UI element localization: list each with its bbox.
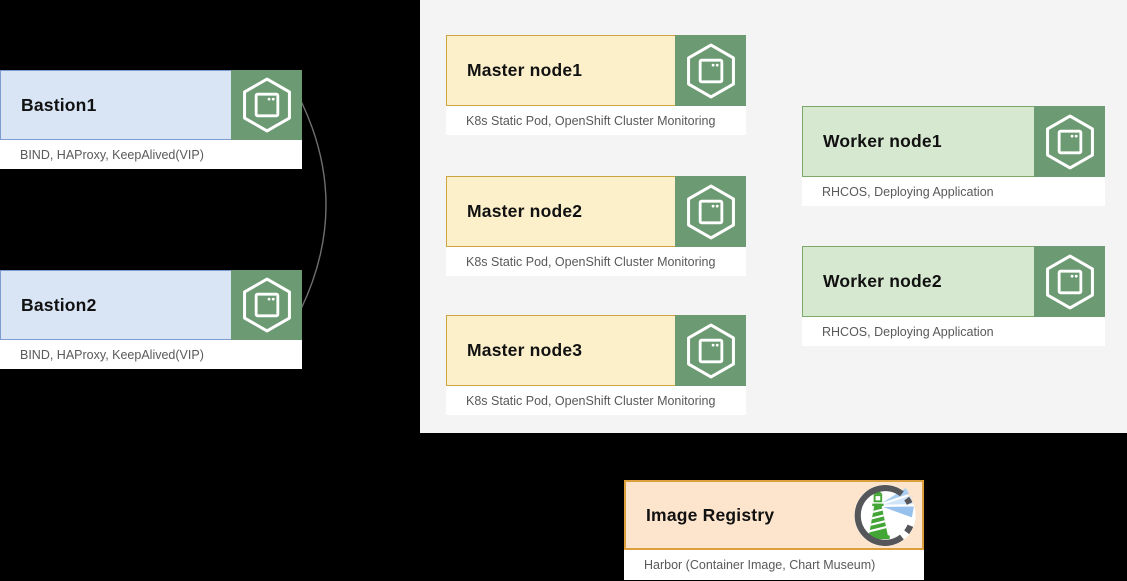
node-subtitle: RHCOS, Deploying Application (802, 177, 1105, 206)
node-title: Worker node2 (823, 271, 942, 291)
node-bastion1: Bastion1 BIND, HAProxy, KeepAlived(VIP) (0, 70, 302, 169)
node-master2: Master node2 K8s Static Pod, OpenShift C… (446, 176, 746, 276)
node-title: Master node1 (467, 60, 583, 80)
node-title-bar: Master node2 (446, 176, 746, 247)
node-subtitle: BIND, HAProxy, KeepAlived(VIP) (0, 140, 302, 169)
node-title-bar: Worker node1 (802, 106, 1105, 177)
node-master3: Master node3 K8s Static Pod, OpenShift C… (446, 315, 746, 415)
node-image-registry: Image Registry (624, 480, 924, 580)
node-title-bar: Bastion2 (0, 270, 302, 340)
container-hexagon-icon (1034, 106, 1105, 177)
node-title: Worker node1 (823, 131, 942, 151)
node-worker1: Worker node1 RHCOS, Deploying Applicatio… (802, 106, 1105, 206)
node-subtitle: K8s Static Pod, OpenShift Cluster Monito… (446, 106, 746, 135)
node-title: Master node2 (467, 201, 583, 221)
node-title: Bastion2 (21, 294, 97, 315)
container-hexagon-icon (675, 35, 746, 106)
harbor-logo-icon (848, 482, 922, 548)
container-hexagon-icon (675, 315, 746, 386)
node-title-bar: Image Registry (624, 480, 924, 550)
node-worker2: Worker node2 RHCOS, Deploying Applicatio… (802, 246, 1105, 346)
container-hexagon-icon (675, 176, 746, 247)
container-hexagon-icon (1034, 246, 1105, 317)
node-title-bar: Bastion1 (0, 70, 302, 140)
node-title: Master node3 (467, 340, 583, 360)
container-hexagon-icon (231, 270, 302, 340)
node-title: Image Registry (646, 504, 775, 525)
node-title: Bastion1 (21, 94, 97, 115)
container-hexagon-icon (231, 70, 302, 140)
node-title-bar: Master node1 (446, 35, 746, 106)
node-subtitle: BIND, HAProxy, KeepAlived(VIP) (0, 340, 302, 369)
node-title-bar: Master node3 (446, 315, 746, 386)
node-subtitle: K8s Static Pod, OpenShift Cluster Monito… (446, 247, 746, 276)
node-subtitle: Harbor (Container Image, Chart Museum) (624, 550, 924, 580)
node-master1: Master node1 K8s Static Pod, OpenShift C… (446, 35, 746, 135)
node-title-bar: Worker node2 (802, 246, 1105, 317)
node-subtitle: RHCOS, Deploying Application (802, 317, 1105, 346)
node-subtitle: K8s Static Pod, OpenShift Cluster Monito… (446, 386, 746, 415)
node-bastion2: Bastion2 BIND, HAProxy, KeepAlived(VIP) (0, 270, 302, 369)
